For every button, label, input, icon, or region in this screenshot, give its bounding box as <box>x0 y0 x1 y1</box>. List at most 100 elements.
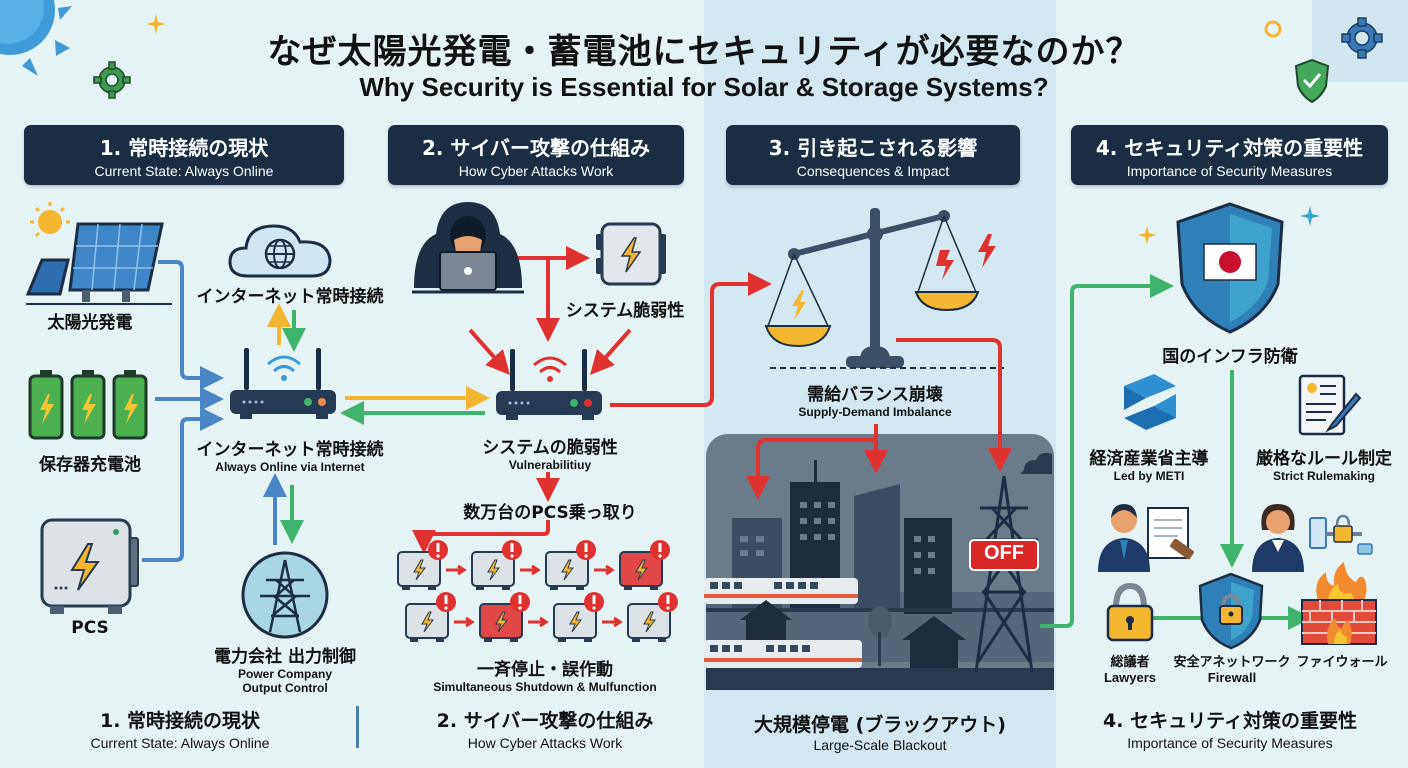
hijack-arrow <box>412 520 550 554</box>
lawyers-label-jp: 総議者 <box>1110 654 1150 669</box>
battery-label: 保存器充電池 <box>20 450 160 475</box>
vulnerable-device-label-text: システム脆弱性 <box>565 301 685 321</box>
pcs-unit-failed <box>479 592 530 642</box>
gear-icon <box>93 61 131 99</box>
sun-decoration-icon <box>0 0 72 76</box>
sparkle-icon-blue <box>1300 206 1320 226</box>
gear-icon-blue <box>1341 17 1383 59</box>
router-label-jp: インターネット常時接続 <box>196 440 384 460</box>
imbalance-label: 需給バランス崩壊 Supply-Demand Imbalance <box>770 380 980 419</box>
router-label-en: Always Online via Internet <box>215 460 365 474</box>
battery-icon <box>28 370 148 440</box>
battery-label-text: 保存器充電池 <box>39 455 141 475</box>
woman-person-icon <box>1252 504 1304 572</box>
blackout-label-en: Large-Scale Blackout <box>813 737 947 753</box>
power-company-icon <box>241 551 329 639</box>
network-lock-icon <box>1309 514 1373 555</box>
network-label-jp: 安全アネットワーク <box>1173 654 1291 669</box>
cloud-label: インターネット常時接続 <box>190 282 390 307</box>
pcs-chain-arrow <box>454 616 475 628</box>
imbalance-label-jp: 需給バランス崩壊 <box>807 385 943 405</box>
solar-flow-arrow <box>158 260 224 390</box>
lawyers-label-en: Lawyers <box>1103 670 1157 685</box>
power-company-label: 電力会社 出力制御 Power Company Output Control <box>190 642 380 695</box>
ring-decoration-icon <box>1264 20 1282 38</box>
solar-label-text: 太陽光発電 <box>47 313 133 333</box>
hijack-label-text: 数万台のPCS乗っ取り <box>463 503 637 523</box>
meti-label-jp: 経済産業省主導 <box>1089 449 1209 469</box>
section-header-4-en: Importance of Security Measures <box>1126 163 1333 179</box>
infra-defense-label: 国のインフラ防衛 <box>1140 342 1320 367</box>
section-header-2-jp: 2. サイバー攻撃の仕組み <box>421 136 651 160</box>
section-footer-2-jp: 2. サイバー攻撃の仕組み <box>436 710 654 732</box>
section-header-1-jp: 1. 常時接続の現状 <box>99 136 269 160</box>
section-footer-1-en: Current State: Always Online <box>90 735 270 751</box>
section-footer-2-en: How Cyber Attacks Work <box>467 735 623 751</box>
rules-label-jp: 厳格なルール制定 <box>1256 449 1392 469</box>
sparkle-icon-gold <box>1138 226 1156 244</box>
blackout-city-scene <box>704 434 1054 690</box>
vulnerable-device-icon <box>596 222 666 286</box>
network-label: 安全アネットワーク Firewall <box>1168 651 1296 685</box>
hacker-icon <box>412 202 524 294</box>
pcs-icon <box>40 518 139 614</box>
section-header-1: 1. 常時接続の現状 Current State: Always Online <box>24 125 344 185</box>
balance-scale-icon <box>764 208 1004 369</box>
train-icon <box>704 578 858 604</box>
padlock-icon <box>1106 582 1154 642</box>
title-english: Why Security is Essential for Solar & St… <box>359 72 1049 102</box>
section-footer-4: 4. セキュリティ対策の重要性 Importance of Security M… <box>1080 706 1380 751</box>
section-header-1-en: Current State: Always Online <box>94 163 274 179</box>
imbalance-label-en: Supply-Demand Imbalance <box>798 405 952 419</box>
section-footer-4-en: Importance of Security Measures <box>1127 735 1333 751</box>
shield-check-icon <box>1294 58 1330 104</box>
pcs-unit <box>397 540 448 590</box>
pcs-label: PCS <box>40 618 140 638</box>
power-company-label-jp: 電力会社 出力制御 <box>214 647 356 667</box>
pcs-chain-arrow <box>602 616 623 628</box>
compromised-router-icon <box>496 349 602 420</box>
japan-shield-icon <box>1176 202 1284 334</box>
lawyer-person-icon <box>1098 504 1194 572</box>
shutdown-label-jp: 一斉停止・誤作動 <box>477 660 613 680</box>
pcs-chain-arrow <box>528 616 549 628</box>
hacker-router-arrow <box>468 328 510 375</box>
pcs-unit <box>471 540 522 590</box>
router-icon <box>230 348 336 419</box>
hijack-label: 数万台のPCS乗っ取り <box>440 498 660 523</box>
section-header-2: 2. サイバー攻撃の仕組み How Cyber Attacks Work <box>388 125 684 185</box>
section-footer-2: 2. サイバー攻撃の仕組み How Cyber Attacks Work <box>400 706 690 751</box>
section-header-3-en: Consequences & Impact <box>796 163 950 179</box>
off-sign: OFF <box>984 542 1024 564</box>
compromised-router-label-en: Vulnerabilitiuy <box>508 458 592 472</box>
pcs-unit <box>553 592 604 642</box>
blackout-label: 大規模停電 (ブラックアウト) Large-Scale Blackout <box>712 710 1048 753</box>
meti-logo-icon <box>1124 374 1176 430</box>
blackout-to-measures-arrow <box>1040 274 1174 628</box>
pcs-chain-arrow <box>446 564 467 576</box>
section-footer-1: 1. 常時接続の現状 Current State: Always Online <box>30 706 330 751</box>
pcs-unit <box>627 592 678 642</box>
section-footer-4-jp: 4. セキュリティ対策の重要性 <box>1103 710 1357 732</box>
sparkle-icon <box>146 14 166 34</box>
network-label-en: Firewall <box>1207 670 1257 685</box>
rules-label: 厳格なルール制定 Strict Rulemaking <box>1244 444 1404 483</box>
cloud-internet-icon <box>228 224 332 278</box>
vulnerable-device-label: システム脆弱性 <box>555 296 695 321</box>
blackout-label-jp: 大規模停電 (ブラックアウト) <box>754 714 1006 736</box>
firewall-label: ファイウォール <box>1292 651 1392 670</box>
infra-defense-label-text: 国のインフラ防衛 <box>1162 347 1298 367</box>
firewall-icon <box>1301 562 1377 645</box>
shutdown-label: 一斉停止・誤作動 Simultaneous Shutdown & Mulfunc… <box>400 655 690 694</box>
device-router-arrow <box>590 328 632 375</box>
pcs-unit <box>545 540 596 590</box>
section-header-3-jp: 3. 引き起こされる影響 <box>768 136 978 160</box>
power-company-label-en1: Power Company <box>237 667 333 681</box>
meti-label-en: Led by METI <box>1113 469 1185 483</box>
cloud-label-text: インターネット常時接続 <box>196 287 384 307</box>
pcs-flow-arrow <box>142 407 224 562</box>
pcs-chain-arrow <box>520 564 541 576</box>
title-japanese: なぜ太陽光発電・蓄電池にセキュリティが必要なのか？ <box>267 32 1141 72</box>
compromised-router-label: システムの脆弱性 Vulnerabilitiuy <box>450 433 650 472</box>
